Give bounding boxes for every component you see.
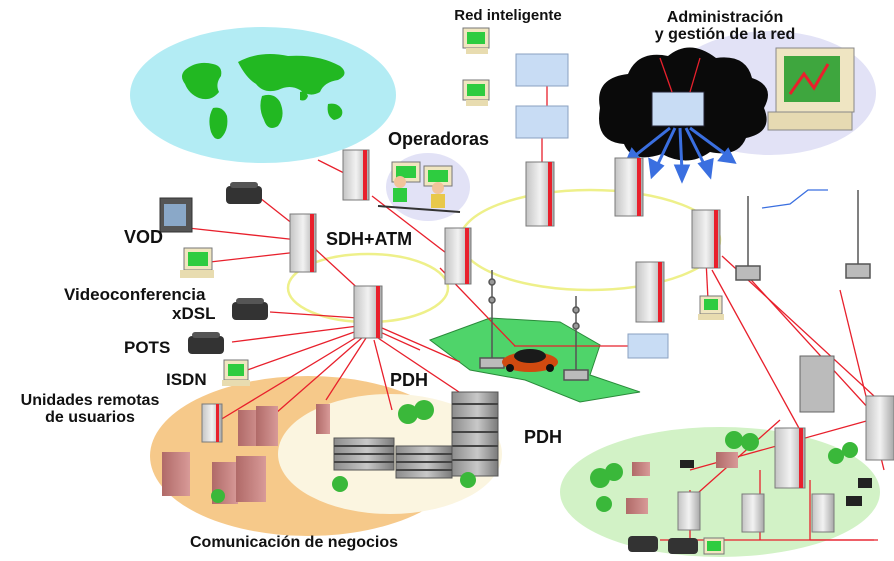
devices bbox=[159, 182, 698, 554]
world-map bbox=[182, 54, 345, 140]
operators-icon bbox=[377, 161, 461, 213]
rack-icon bbox=[342, 149, 370, 201]
house-icon bbox=[316, 404, 330, 434]
rack-icon bbox=[614, 157, 644, 217]
label-xdsl: xDSL bbox=[172, 304, 216, 323]
label-pots: POTS bbox=[124, 338, 171, 357]
house-icon bbox=[716, 452, 738, 468]
world-ellipse bbox=[130, 27, 396, 163]
rack-icon bbox=[289, 213, 317, 273]
office-building-icon bbox=[395, 445, 453, 479]
label-videoconferencia: Videoconferencia bbox=[64, 285, 206, 304]
house-icon bbox=[236, 456, 266, 502]
radio-towers bbox=[479, 190, 871, 381]
computer-icon bbox=[698, 295, 724, 320]
tower-icon bbox=[563, 296, 589, 381]
computer-icon bbox=[222, 359, 250, 386]
phone-icon bbox=[226, 182, 262, 204]
phone-icon bbox=[188, 332, 224, 354]
network-boxes bbox=[515, 53, 669, 359]
car-icon bbox=[502, 349, 558, 372]
rack-icon bbox=[353, 285, 383, 339]
house-icon bbox=[626, 498, 648, 514]
rack-icon bbox=[691, 209, 721, 269]
house-icon bbox=[799, 355, 835, 413]
tv-icon bbox=[159, 197, 193, 233]
computer-icon bbox=[462, 27, 490, 54]
rack-nodes bbox=[201, 149, 894, 533]
office-building-icon bbox=[451, 391, 499, 477]
house-icon bbox=[162, 452, 190, 496]
label-admin-line2: y gestión de la red bbox=[654, 25, 796, 43]
label-admin-line1: Administración bbox=[666, 9, 784, 26]
computer-icon bbox=[767, 47, 855, 131]
rack-icon bbox=[774, 427, 806, 489]
tower-icon bbox=[479, 270, 505, 369]
rack-icon bbox=[865, 395, 894, 461]
tower-icon bbox=[735, 196, 761, 281]
management-cloud bbox=[599, 47, 768, 161]
label-operadoras: Operadoras bbox=[388, 129, 490, 149]
label-sdh-atm: SDH+ATM bbox=[326, 229, 413, 249]
rack-icon bbox=[811, 493, 835, 533]
label-pdh-center: PDH bbox=[390, 370, 429, 390]
animals bbox=[680, 460, 872, 506]
label-comunicacion-negocios: Comunicación de negocios bbox=[190, 534, 399, 551]
label-administracion: Administración y gestión de la red bbox=[640, 9, 810, 44]
phone-icon bbox=[232, 298, 268, 320]
office-building-icon bbox=[333, 437, 395, 471]
label-pdh-right: PDH bbox=[524, 427, 563, 447]
microwave-link bbox=[761, 189, 828, 209]
phone-icon bbox=[668, 538, 698, 554]
tower-icon bbox=[845, 190, 871, 279]
buildings bbox=[162, 355, 835, 514]
phone-icon bbox=[628, 536, 658, 552]
computer-icon bbox=[462, 79, 490, 106]
computer-icon bbox=[703, 537, 725, 555]
label-red-inteligente: Red inteligente bbox=[454, 7, 562, 24]
label-unidades-line2: de usuarios bbox=[45, 408, 135, 426]
management-arrows bbox=[623, 126, 737, 184]
label-vod: VOD bbox=[124, 227, 164, 247]
house-icon bbox=[256, 406, 278, 446]
rack-icon bbox=[201, 403, 223, 443]
label-isdn: ISDN bbox=[166, 370, 207, 389]
computer-icon bbox=[180, 247, 214, 278]
house-icon bbox=[632, 462, 650, 476]
rack-icon bbox=[444, 227, 472, 285]
trees bbox=[211, 400, 858, 512]
rack-icon bbox=[525, 161, 555, 227]
rack-icon bbox=[741, 493, 765, 533]
label-unidades-line1: Unidades remotas bbox=[20, 392, 160, 409]
rack-icon bbox=[677, 491, 701, 531]
rack-icon bbox=[635, 261, 665, 323]
terminals bbox=[180, 27, 855, 555]
label-unidades-remotas: Unidades remotas de usuarios bbox=[10, 392, 170, 427]
